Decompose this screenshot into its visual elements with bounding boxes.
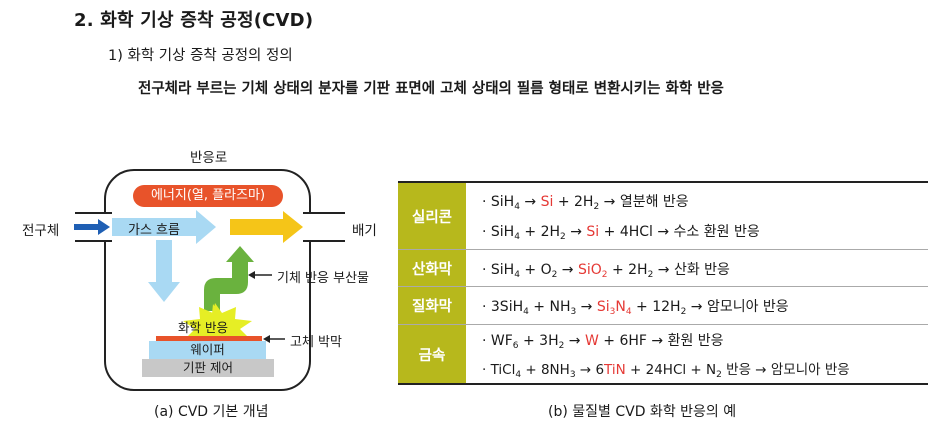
subsection-heading: 1) 화학 기상 증착 공정의 정의 — [108, 48, 293, 64]
section-heading: 2. 화학 기상 증착 공정(CVD) — [74, 10, 314, 31]
wafer-layer: 웨이퍼 — [149, 341, 266, 359]
reaction-row: · WF6 + 3H2 → W + 6HF → 환원 반응 — [482, 333, 724, 351]
reaction-label: 화학 반응 — [178, 320, 228, 335]
down-flow-arrow-icon — [148, 240, 180, 302]
exhaust-label: 배기 — [352, 223, 377, 239]
table-bottom-rule — [398, 383, 928, 385]
solid-film-layer — [156, 336, 262, 342]
category-silicon: 실리콘 — [398, 183, 466, 249]
reaction-row: · SiH4 → Si + 2H2 → 열분해 반응 — [482, 194, 689, 212]
diagram-caption: (a) CVD 기본 개념 — [154, 404, 269, 420]
definition-text: 전구체라 부르는 기체 상태의 분자를 기판 표면에 고체 상태의 필름 형태로… — [138, 81, 724, 97]
reaction-row: · SiH4 + 2H2 → Si + 4HCl → 수소 환원 반응 — [482, 224, 760, 242]
reaction-row: · TiCl4 + 8NH3 → 6TiN + 24HCl + N2 반응 → … — [482, 362, 850, 380]
byproduct-arrow-icon — [204, 246, 254, 311]
category-nitride: 질화막 — [398, 287, 466, 324]
table-caption: (b) 물질별 CVD 화학 반응의 예 — [548, 404, 737, 420]
outlet-gap — [303, 213, 319, 241]
precursor-arrow-icon — [74, 219, 110, 235]
gas-flow-arrow-icon — [112, 210, 216, 244]
gas-flow-label: 가스 흐름 — [128, 223, 180, 238]
row-divider — [398, 249, 928, 250]
byproduct-pointer-arrowhead-icon — [248, 271, 255, 279]
category-oxide: 산화막 — [398, 250, 466, 286]
row-divider — [398, 286, 928, 287]
energy-badge: 에너지(열, 플라즈마) — [133, 185, 283, 207]
film-pointer-arrowhead-icon — [263, 335, 270, 343]
precursor-label: 전구체 — [22, 223, 60, 239]
reactor-label: 반응로 — [190, 150, 228, 166]
reaction-row: · 3SiH4 + NH3 → Si3N4 + 12H2 → 암모니아 반응 — [482, 299, 789, 317]
substrate-control-layer: 기판 제어 — [142, 359, 274, 377]
byproduct-label: 기체 반응 부산물 — [277, 271, 369, 286]
solid-film-label: 고체 박막 — [290, 335, 342, 350]
exhaust-arrow-icon — [230, 211, 303, 243]
category-metal: 금속 — [398, 325, 466, 383]
table-top-rule — [398, 181, 928, 183]
row-divider — [398, 324, 928, 325]
reaction-row: · SiH4 + O2 → SiO2 + 2H2 → 산화 반응 — [482, 262, 730, 280]
